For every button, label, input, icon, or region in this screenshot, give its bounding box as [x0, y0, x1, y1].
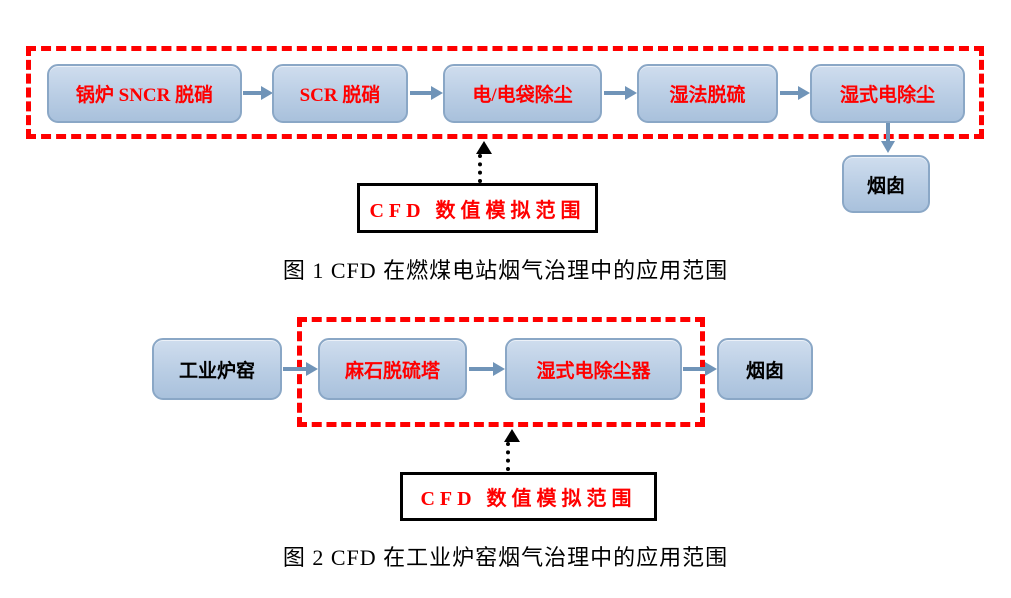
arrow-right-icon	[283, 362, 318, 376]
node-label: 工业炉窑	[178, 360, 255, 382]
node-wet-fgd: 湿法脱硫	[637, 64, 778, 123]
cfd-label-text: CFD 数值模拟范围	[369, 199, 586, 222]
arrow-right-icon	[604, 86, 637, 100]
figure1-cfd-scope-label: CFD 数值模拟范围	[357, 183, 598, 233]
arrow-down-icon	[881, 123, 895, 153]
figure2-cfd-scope-label: CFD 数值模拟范围	[400, 472, 657, 521]
node-granite-fgd-tower: 麻石脱硫塔	[318, 338, 467, 400]
node-industrial-furnace: 工业炉窑	[152, 338, 282, 400]
figure2-cfd-scope-boundary	[297, 317, 705, 427]
node-label: 电/电袋除尘	[472, 85, 573, 106]
dotted-up-arrow-icon	[476, 141, 492, 183]
arrow-right-icon	[243, 86, 273, 100]
node-label: 湿式电除尘	[839, 85, 935, 106]
node-wet-esp: 湿式电除尘	[810, 64, 965, 123]
node-label: SCR 脱硝	[299, 85, 381, 106]
node-label: 麻石脱硫塔	[344, 360, 440, 382]
dotted-up-arrow-icon	[504, 429, 520, 471]
arrow-right-icon	[683, 362, 717, 376]
node-scr: SCR 脱硝	[272, 64, 408, 123]
arrow-right-icon	[780, 86, 810, 100]
figure2-caption: 图 2 CFD 在工业炉窑烟气治理中的应用范围	[282, 545, 729, 570]
arrow-right-icon	[410, 86, 443, 100]
arrow-right-icon	[469, 362, 505, 376]
node-label: 烟囱	[745, 360, 784, 382]
node-label: 湿法脱硫	[669, 85, 746, 106]
figure1-caption: 图 1 CFD 在燃煤电站烟气治理中的应用范围	[282, 258, 729, 283]
node-label: 锅炉 SNCR 脱硝	[75, 85, 214, 106]
figure1-cfd-scope-boundary	[26, 46, 984, 139]
node-label: 湿式电除尘器	[536, 360, 651, 382]
node-boiler-sncr: 锅炉 SNCR 脱硝	[47, 64, 242, 123]
cfd-label-text: CFD 数值模拟范围	[420, 488, 637, 510]
node-esp-bag: 电/电袋除尘	[443, 64, 602, 123]
node-wet-esp-2: 湿式电除尘器	[505, 338, 682, 400]
node-chimney-1: 烟囱	[842, 155, 930, 213]
node-label: 烟囱	[866, 175, 905, 197]
node-chimney-2: 烟囱	[717, 338, 813, 400]
